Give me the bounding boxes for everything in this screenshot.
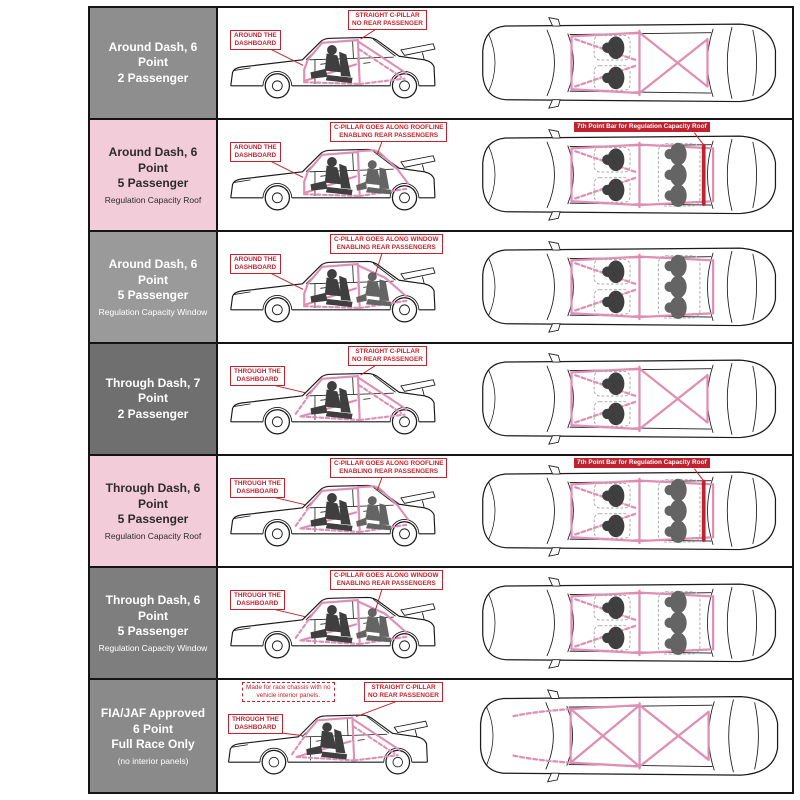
- row-label: Around Dash, 6 Point 2 Passenger: [90, 8, 218, 118]
- side-view-cell: AROUND THE DASHBOARD STRAIGHT C-PILLAR N…: [218, 8, 470, 118]
- top-view-diagram: [479, 689, 779, 783]
- car-top-outline: [482, 576, 777, 669]
- row-label: Through Dash, 6 Point 5 Passenger Regula…: [90, 456, 218, 566]
- side-view-cell: THROUGH THE DASHBOARD STRAIGHT C-PILLAR …: [218, 344, 470, 454]
- row-subtitle: Regulation Capacity Roof: [104, 530, 202, 541]
- top-view-cell: [470, 680, 792, 792]
- race-chassis-note: Made for race chassis with no vehicle in…: [242, 682, 335, 702]
- top-view-cell: [470, 568, 792, 678]
- row-around-dash-6pt-2pass: Around Dash, 6 Point 2 Passenger AROUND …: [90, 8, 792, 120]
- side-view-cell: THROUGH THE DASHBOARD C-PILLAR GOES ALON…: [218, 568, 470, 678]
- chart-grid: Around Dash, 6 Point 2 Passenger AROUND …: [88, 6, 794, 794]
- top-view-diagram: [482, 128, 777, 221]
- side-view-diagram: [230, 141, 436, 211]
- dashboard-callout: THROUGH THE DASHBOARD: [230, 366, 285, 386]
- top-view-cell: [470, 8, 792, 118]
- row-label: Through Dash, 7 Point 2 Passenger: [90, 344, 218, 454]
- side-view-diagram: [230, 28, 436, 99]
- row-through-dash-7pt-2pass: Through Dash, 7 Point 2 Passenger THROUG…: [90, 344, 792, 456]
- row-title: Around Dash, 6 Point 5 Passenger: [108, 145, 198, 191]
- row-title: Through Dash, 7 Point 2 Passenger: [105, 375, 201, 421]
- row-subtitle: Regulation Capacity Window: [98, 642, 208, 653]
- row-subtitle: Regulation Capacity Window: [98, 306, 208, 317]
- car-top-outline: [482, 16, 777, 109]
- dashboard-callout: THROUGH THE DASHBOARD: [230, 478, 285, 498]
- car-top-outline: [482, 352, 777, 445]
- car-top-outline: [479, 689, 779, 783]
- row-title: Around Dash, 6 Point 2 Passenger: [108, 39, 198, 85]
- top-view-diagram: [482, 464, 777, 557]
- c-pillar-callout: C-PILLAR GOES ALONG WINDOW ENABLING REAR…: [330, 570, 443, 590]
- row-around-dash-6pt-5pass-roof: Around Dash, 6 Point 5 Passenger Regulat…: [90, 120, 792, 232]
- row-subtitle: (no interior panels): [117, 755, 189, 766]
- row-label: Around Dash, 6 Point 5 Passenger Regulat…: [90, 120, 218, 230]
- side-view-cell: AROUND THE DASHBOARD C-PILLAR GOES ALONG…: [218, 120, 470, 230]
- car-top-outline: [482, 464, 777, 557]
- seventh-point-bar-tag: 7th Point Bar for Regulation Capacity Ro…: [574, 122, 710, 132]
- c-pillar-callout: C-PILLAR GOES ALONG ROOFLINE ENABLING RE…: [330, 458, 448, 478]
- c-pillar-callout: STRAIGHT C-PILLAR NO REAR PASSENGER: [348, 346, 427, 366]
- top-view-diagram: [482, 576, 777, 669]
- row-label: Through Dash, 6 Point 5 Passenger Regula…: [90, 568, 218, 678]
- row-label: Around Dash, 6 Point 5 Passenger Regulat…: [90, 232, 218, 342]
- row-fia-jaf-approved-6pt-race: FIA/JAF Approved 6 Point Full Race Only …: [90, 680, 792, 792]
- row-title: Through Dash, 6 Point 5 Passenger: [105, 481, 201, 527]
- top-view-cell: [470, 344, 792, 454]
- row-around-dash-6pt-5pass-window: Around Dash, 6 Point 5 Passenger Regulat…: [90, 232, 792, 344]
- row-through-dash-6pt-5pass-roof: Through Dash, 6 Point 5 Passenger Regula…: [90, 456, 792, 568]
- top-view-diagram: [482, 240, 777, 333]
- c-pillar-callout: C-PILLAR GOES ALONG WINDOW ENABLING REAR…: [330, 234, 443, 254]
- top-view-diagram: [482, 352, 777, 445]
- row-title: FIA/JAF Approved 6 Point Full Race Only: [100, 706, 206, 752]
- seventh-point-bar-tag: 7th Point Bar for Regulation Capacity Ro…: [574, 458, 710, 468]
- side-view-diagram: [230, 364, 436, 435]
- c-pillar-callout: STRAIGHT C-PILLAR NO REAR PASSENGER: [364, 682, 443, 702]
- row-through-dash-6pt-5pass-window: Through Dash, 6 Point 5 Passenger Regula…: [90, 568, 792, 680]
- c-pillar-callout: STRAIGHT C-PILLAR NO REAR PASSENGER: [348, 10, 427, 30]
- row-title: Around Dash, 6 Point 5 Passenger: [108, 257, 198, 303]
- dashboard-callout: AROUND THE DASHBOARD: [230, 30, 281, 50]
- c-pillar-callout: C-PILLAR GOES ALONG ROOFLINE ENABLING RE…: [330, 122, 448, 142]
- top-view-cell: 7th Point Bar for Regulation Capacity Ro…: [470, 456, 792, 566]
- row-title: Through Dash, 6 Point 5 Passenger: [105, 593, 201, 639]
- side-view-cell: THROUGH THE DASHBOARD C-PILLAR GOES ALON…: [218, 456, 470, 566]
- dashboard-callout: THROUGH THE DASHBOARD: [230, 590, 285, 610]
- car-top-outline: [482, 240, 777, 333]
- top-view-diagram: [482, 16, 777, 109]
- top-view-cell: 7th Point Bar for Regulation Capacity Ro…: [470, 120, 792, 230]
- car-top-outline: [482, 128, 777, 221]
- dashboard-callout: THROUGH THE DASHBOARD: [228, 714, 283, 734]
- side-view-diagram: [230, 253, 436, 323]
- row-subtitle: Regulation Capacity Roof: [104, 194, 202, 205]
- dashboard-callout: AROUND THE DASHBOARD: [230, 142, 281, 162]
- dashboard-callout: AROUND THE DASHBOARD: [230, 254, 281, 274]
- top-view-cell: [470, 232, 792, 342]
- row-label: FIA/JAF Approved 6 Point Full Race Only …: [90, 680, 218, 792]
- side-view-cell: AROUND THE DASHBOARD C-PILLAR GOES ALONG…: [218, 232, 470, 342]
- side-view-cell: Made for race chassis with no vehicle in…: [218, 680, 470, 792]
